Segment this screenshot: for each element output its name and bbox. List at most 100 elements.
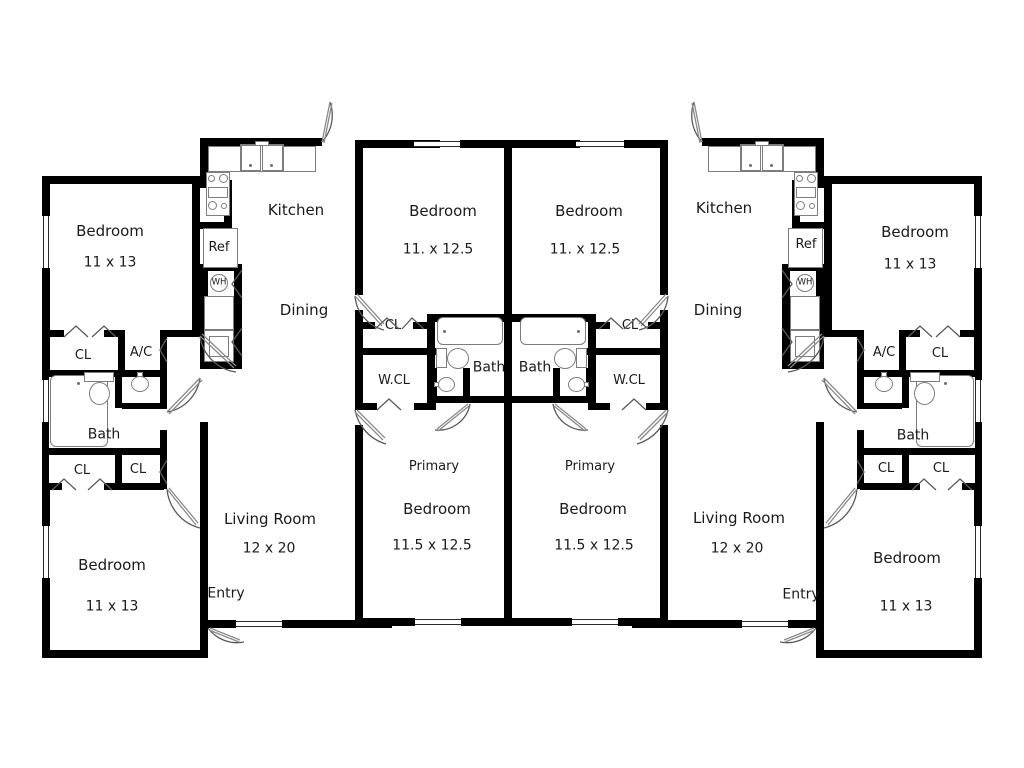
wall-r-cl-band-1 (960, 330, 982, 337)
label-cl-primary-bed: Bedroom (403, 499, 471, 518)
bathtub-center-right (520, 317, 586, 345)
label-right-cl-2: CL (877, 460, 895, 476)
wall-r-lower-cl-right (975, 455, 982, 485)
label-left-living-dim: 12 x 20 (242, 540, 296, 557)
wall-bath-vanity-div (115, 373, 122, 408)
wall-bath-right-b (160, 430, 167, 454)
wall-vanity-bottom (122, 403, 167, 409)
label-right-cl-1: CL (931, 345, 949, 361)
tub-drain-right (944, 382, 947, 385)
wall-cr-closet-band-2 (596, 322, 610, 329)
wall-cr-top-b (624, 140, 668, 148)
label-right-dining: Dining (693, 300, 743, 319)
wall-center-divider (504, 140, 512, 620)
wall-living-left-a (200, 422, 208, 485)
door-arc-cl-bath (434, 403, 471, 431)
wall-cl-vanity-bottom (430, 396, 470, 403)
dryer-drum-right (795, 336, 815, 357)
wall-right-outer-a (974, 176, 982, 216)
wall-kitchen-left-a (200, 138, 208, 188)
wall-r-lower-cl-div (902, 455, 909, 489)
label-cl-wcl: W.CL (378, 372, 410, 388)
toilet-bowl-center-right (554, 348, 576, 369)
wall-cr-bath-bottom (512, 396, 554, 403)
label-right-wh: WH (797, 277, 813, 288)
label-left-living: Living Room (223, 509, 317, 528)
window-left-top (43, 216, 49, 268)
door-arc-bath-left (166, 377, 201, 413)
wall-cl-primary-left (355, 425, 363, 625)
wall-cl-left-inner (355, 310, 363, 410)
label-cr-primary-bed: Bedroom (559, 499, 627, 518)
label-left-cl-2: CL (73, 462, 91, 478)
wall-cl-closet-band-2 (413, 322, 427, 329)
wall-r-bath-left-a (857, 373, 864, 409)
door-bifold-cl-left-a (63, 325, 89, 338)
wall-left-outer-b (42, 268, 50, 370)
wall-bath-right-a (160, 373, 167, 409)
washer-left (204, 296, 234, 330)
faucet-bath-left (137, 372, 143, 377)
wall-cr-vanity-bottom (553, 396, 593, 403)
wall-r-lower-cl-band-2 (860, 483, 920, 490)
wall-left-top (42, 176, 200, 184)
wall-cl-wcl-band-2 (414, 403, 436, 410)
wall-r-ac-left (857, 330, 864, 373)
faucet-bath-right (881, 372, 887, 377)
wall-right-outer-d (974, 578, 982, 658)
wall-bottom-seg-left (282, 620, 392, 628)
label-left-bedroom-top: Bedroom (76, 221, 144, 240)
wall-right-bed-bot-left (816, 483, 824, 658)
tub-drain-left (77, 382, 80, 385)
water-heater-left (210, 274, 228, 292)
label-right-entry: Entry (782, 586, 820, 603)
wall-r-wh-bottom (782, 362, 824, 369)
wall-cl-bottom-a (355, 618, 415, 626)
wall-right-top (824, 176, 982, 184)
label-right-ac: A/C (872, 344, 896, 360)
wall-r-bath-bottom (857, 448, 982, 455)
wall-cr-bottom-a (512, 618, 572, 626)
wall-r-kitchen-range-bot (792, 222, 824, 229)
wall-left-outer-c (42, 490, 50, 526)
tub-drain-center-right (577, 330, 580, 333)
toilet-tank-center-left (436, 348, 447, 368)
wall-r-bath-vanity-div (902, 373, 909, 408)
burner-l1 (208, 175, 215, 182)
label-right-living-dim: 12 x 20 (710, 540, 764, 557)
label-cr-primary-dim: 11.5 x 12.5 (554, 537, 634, 554)
wall-right-outer-b (974, 268, 982, 370)
wall-bath-left-a (42, 370, 49, 380)
wall-cl-band-3 (160, 330, 200, 337)
bathtub-center-left (437, 317, 503, 345)
wall-cr-vanity-left (553, 368, 560, 402)
wall-left-outer-a (42, 176, 50, 216)
toilet-tank-center-right (576, 348, 587, 368)
sink-drain-r2 (770, 164, 773, 167)
burner-r4 (809, 203, 815, 209)
window-center-right-bottom (572, 619, 620, 625)
washer-right (790, 296, 820, 330)
wall-cr-right-inner (660, 310, 668, 410)
wall-kitchen-range-bot (200, 222, 232, 229)
sink-basin-right-2 (762, 145, 783, 171)
sink-basin-left-1 (241, 145, 261, 171)
label-cr-bath: Bath (518, 359, 552, 376)
sink-basin-left-2 (262, 145, 283, 171)
window-right-bottom (975, 526, 981, 578)
wall-lower-cl-div (115, 455, 122, 489)
label-right-kitchen: Kitchen (695, 198, 753, 217)
label-right-cl-3: CL (932, 460, 950, 476)
label-left-cl-1: CL (74, 347, 92, 363)
door-arc-bed-right (823, 488, 858, 529)
sink-drain-l2 (270, 164, 273, 167)
label-cl-bedroom-dim: 11. x 12.5 (402, 241, 474, 258)
wall-bath-left-b (42, 422, 49, 454)
toilet-bowl-center-left (447, 348, 469, 369)
wall-right-bed-left (824, 176, 832, 336)
label-cl-primary-dim: 11.5 x 12.5 (392, 537, 472, 554)
burner-r3 (796, 201, 805, 210)
wall-cl-top-b (460, 140, 512, 148)
wall-cr-vanity-right (586, 368, 593, 402)
